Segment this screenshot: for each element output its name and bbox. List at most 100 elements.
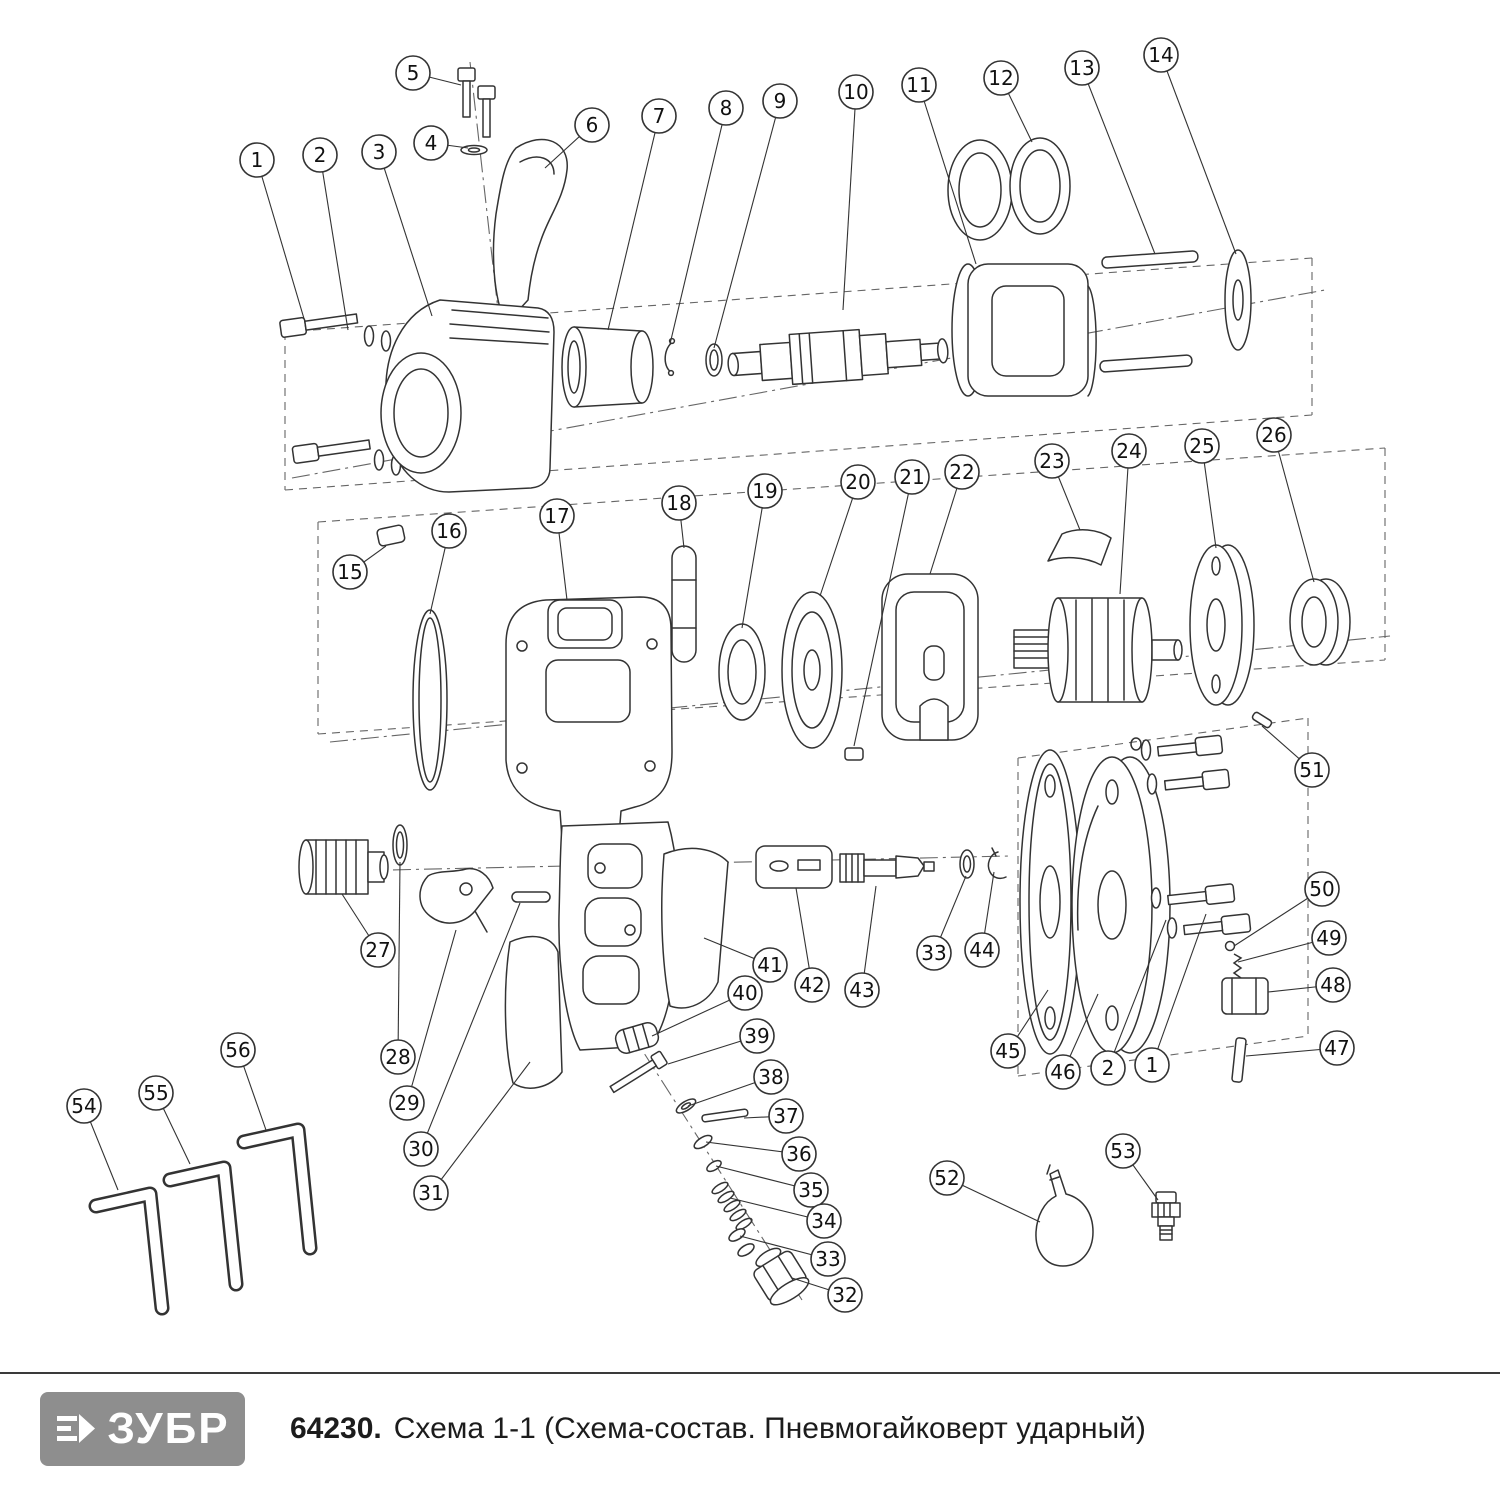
- svg-text:2: 2: [314, 143, 327, 167]
- part-hammer-cage-11: [951, 263, 1097, 397]
- callout-leader-20: [819, 481, 859, 597]
- callout-11: 11: [901, 67, 937, 103]
- part-hammer-ring-12b: [1009, 137, 1071, 235]
- callout-30: 30: [403, 1131, 439, 1167]
- callout-leader-14: [1160, 54, 1237, 255]
- callout-56: 56: [220, 1032, 256, 1068]
- callout-5: 5: [395, 55, 431, 91]
- svg-text:45: 45: [995, 1039, 1020, 1063]
- svg-text:34: 34: [811, 1209, 836, 1233]
- callout-38: 38: [753, 1059, 789, 1095]
- svg-text:55: 55: [143, 1081, 168, 1105]
- part-retainer-clip-8: [664, 337, 676, 377]
- part-valve-stem-43: [839, 853, 935, 883]
- callout-leader-7: [607, 115, 660, 331]
- part-oring-9: [705, 343, 723, 377]
- callout-leader-1: [256, 159, 306, 323]
- callout-3: 3: [361, 134, 397, 170]
- callout-22: 22: [944, 454, 980, 490]
- svg-text:22: 22: [949, 460, 974, 484]
- svg-text:18: 18: [666, 491, 691, 515]
- svg-text:26: 26: [1261, 423, 1286, 447]
- callout-45: 45: [990, 1033, 1026, 1069]
- svg-text:43: 43: [849, 978, 874, 1002]
- zubr-logo-text: ЗУБР: [107, 1404, 230, 1453]
- part-screws-5: [457, 67, 496, 138]
- callout-leader-8: [669, 107, 727, 345]
- svg-text:23: 23: [1039, 449, 1064, 473]
- part-pin-51: [1251, 711, 1273, 729]
- part-pin-37: [701, 1108, 749, 1123]
- callout-leader-1: [1151, 913, 1207, 1066]
- callout-leader-29: [406, 929, 457, 1104]
- part-motor-housing-17: [505, 596, 673, 840]
- callout-50: 50: [1304, 871, 1340, 907]
- part-bar-47: [1231, 1037, 1247, 1083]
- svg-text:12: 12: [988, 66, 1013, 90]
- callout-36: 36: [781, 1136, 817, 1172]
- callout-9: 9: [762, 83, 798, 119]
- callout-33: 33: [916, 935, 952, 971]
- svg-text:7: 7: [653, 104, 666, 128]
- part-vane-23: [1047, 529, 1112, 566]
- callout-33: 33: [810, 1241, 846, 1277]
- callout-leader-9: [713, 100, 781, 349]
- footer-divider: [0, 1372, 1500, 1374]
- svg-text:10: 10: [843, 80, 868, 104]
- svg-text:4: 4: [425, 131, 438, 155]
- part-spring-34: [711, 1181, 753, 1231]
- svg-text:49: 49: [1316, 926, 1341, 950]
- callout-43: 43: [844, 972, 880, 1008]
- callout-27: 27: [360, 932, 396, 968]
- svg-text:1: 1: [1146, 1053, 1159, 1077]
- part-washer-14: [1224, 249, 1252, 351]
- part-bearing-26: [1289, 578, 1351, 666]
- callout-35: 35: [793, 1172, 829, 1208]
- svg-text:31: 31: [418, 1181, 443, 1205]
- part-front-housing-3: [380, 299, 555, 493]
- svg-text:6: 6: [586, 113, 599, 137]
- svg-text:3: 3: [373, 140, 386, 164]
- callout-47: 47: [1319, 1030, 1355, 1066]
- callout-41: 41: [752, 947, 788, 983]
- callout-leader-3: [378, 151, 433, 317]
- svg-text:46: 46: [1050, 1060, 1075, 1084]
- svg-text:44: 44: [969, 938, 994, 962]
- zubr-logo-icon: [57, 1414, 96, 1443]
- part-ring-19: [718, 623, 766, 721]
- svg-text:48: 48: [1320, 973, 1345, 997]
- svg-text:36: 36: [786, 1142, 811, 1166]
- part-oring-16: [412, 609, 448, 791]
- callout-53: 53: [1105, 1133, 1141, 1169]
- zubr-logo: ЗУБР: [40, 1392, 245, 1466]
- svg-text:30: 30: [408, 1137, 433, 1161]
- callout-10: 10: [838, 74, 874, 110]
- svg-text:33: 33: [815, 1247, 840, 1271]
- svg-text:39: 39: [744, 1024, 769, 1048]
- callout-leader-31: [430, 1061, 531, 1194]
- callout-6: 6: [574, 107, 610, 143]
- callout-40: 40: [727, 975, 763, 1011]
- callout-8: 8: [708, 90, 744, 126]
- svg-text:33: 33: [921, 941, 946, 965]
- part-air-fitting-53: [1151, 1191, 1181, 1241]
- callout-29: 29: [389, 1085, 425, 1121]
- callout-52: 52: [929, 1160, 965, 1196]
- part-end-plate-20: [781, 591, 843, 749]
- svg-text:2: 2: [1102, 1056, 1115, 1080]
- part-block-48: [1221, 977, 1269, 1015]
- part-key-21: [844, 747, 864, 761]
- part-bushing-7: [561, 326, 654, 408]
- callout-2: 2: [302, 137, 338, 173]
- svg-text:20: 20: [845, 470, 870, 494]
- callout-leader-24: [1119, 450, 1130, 595]
- part-bolts-right-top: [1130, 734, 1231, 795]
- part-grip-panel-41: [661, 847, 729, 1009]
- part-trigger-29: [419, 867, 494, 933]
- part-bushing-15: [376, 524, 406, 547]
- callout-leader-28: [397, 861, 401, 1058]
- callout-55: 55: [138, 1075, 174, 1111]
- svg-text:13: 13: [1069, 56, 1094, 80]
- callout-leader-2: [1107, 919, 1167, 1069]
- callout-7: 7: [641, 98, 677, 134]
